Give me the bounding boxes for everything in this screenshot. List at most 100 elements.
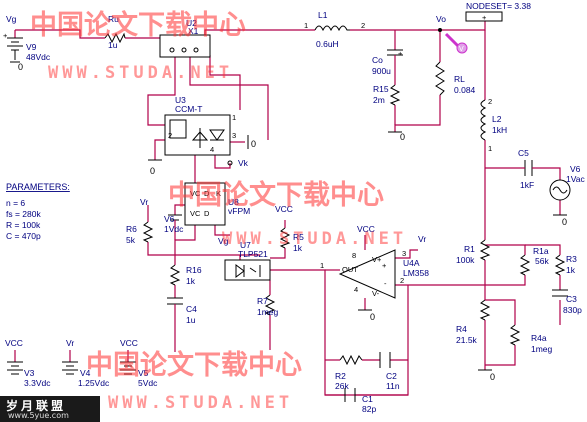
svg-text:-: - — [384, 279, 387, 288]
r7-name: R7 — [257, 296, 268, 306]
r15-resistor: R15 2m — [373, 84, 401, 106]
vo-net-label: Vo — [436, 14, 446, 24]
u2-name: U2 — [186, 18, 197, 28]
r4a-resistor: R4a 1meg — [509, 324, 553, 354]
l2-value: 1kH — [492, 125, 507, 135]
watermark-layer: 中国论文下载中心 WWW.STUDA.NET 中国论文下载中心 WWW.STUD… — [30, 9, 403, 413]
v3-name: V3 — [24, 368, 35, 378]
vk-net-label: Vk — [238, 158, 249, 168]
svg-text:1: 1 — [320, 261, 324, 270]
svg-text:D: D — [204, 189, 210, 198]
r1-name: R1 — [464, 244, 475, 254]
gnd-co: 0 — [388, 131, 405, 142]
u7-optocoupler: U7 TLP521 — [224, 240, 271, 281]
u4a-name: U4A — [403, 258, 420, 268]
r1a-name: R1a — [533, 246, 549, 256]
r15-name: R15 — [373, 84, 389, 94]
v3-value: 3.3Vdc — [24, 378, 51, 388]
u8-part: vFPM — [228, 206, 250, 216]
r2-name: R2 — [335, 371, 346, 381]
r4-resistor: R4 21.5k — [456, 299, 491, 345]
u4a-opamp: VCC 8 V+ OUT + - V- 3 2 1 4 U4A LM358 Vr… — [320, 224, 429, 322]
r4-name: R4 — [456, 324, 467, 334]
l1-value: 0.6uH — [316, 39, 339, 49]
r16-value: 1k — [186, 276, 196, 286]
watermark-cn: 中国论文下载中心 — [168, 179, 384, 211]
c3-value: 830p — [563, 305, 582, 315]
svg-text:V+: V+ — [372, 255, 382, 264]
vg-net-label: Vg — [6, 14, 17, 24]
v5-value: 5Vdc — [138, 378, 158, 388]
nodeset-box: + NODESET= 3.38 — [465, 1, 531, 22]
svg-text:OUT: OUT — [342, 265, 358, 274]
c3-capacitor: C3 830p — [552, 289, 582, 315]
r1-value: 100k — [456, 255, 475, 265]
r7-resistor: R7 1meg — [257, 294, 279, 350]
r5-resistor: VCC R5 1k — [275, 204, 304, 253]
r1a-resistor: R1a 56k — [519, 246, 549, 276]
r16-resistor: R16 1k — [169, 264, 202, 286]
c5-name: C5 — [518, 148, 529, 158]
l2-inductor: 2 1 L2 1kH — [480, 97, 507, 153]
c1-value: 82p — [362, 404, 376, 414]
u7-part: TLP521 — [238, 249, 268, 259]
l1-name: L1 — [318, 10, 328, 20]
svg-text:+: + — [482, 13, 487, 22]
r2-value: 26k — [335, 381, 349, 391]
r3-name: R3 — [566, 254, 577, 264]
parameters-title: PARAMETERS: — [6, 182, 70, 192]
u7-name: U7 — [240, 240, 251, 250]
u3-ccm: U3 CCM-T 2 3 1 4 0 0 — [148, 95, 256, 176]
svg-text:+: + — [382, 261, 387, 270]
v6-name: V6 — [164, 214, 175, 224]
svg-text:3: 3 — [402, 249, 406, 258]
svg-text:4: 4 — [210, 145, 214, 154]
r6-name: R6 — [126, 224, 137, 234]
v6-source: V6 1Vdc — [164, 214, 184, 240]
c2-name: C2 — [386, 371, 397, 381]
ground-label: 0 — [18, 62, 23, 72]
u3-name: U3 — [175, 95, 186, 105]
svg-text:0: 0 — [562, 217, 567, 227]
vcc1-net-label: VCC — [275, 204, 293, 214]
r6-resistor: Vr R6 5k — [126, 197, 154, 245]
v9-value: 48Vdc — [26, 52, 51, 62]
svg-text:0: 0 — [370, 312, 375, 322]
c2-value: 11n — [386, 381, 400, 391]
vr3-net-label: Vr — [66, 338, 74, 348]
vs-name: V6 — [570, 164, 581, 174]
r1a-value: 56k — [535, 256, 549, 266]
r7-value: 1meg — [257, 307, 279, 317]
svg-text:0: 0 — [251, 139, 256, 149]
svg-text:0: 0 — [400, 132, 405, 142]
svg-text:D: D — [204, 209, 210, 218]
param-line: R = 100k — [6, 220, 41, 230]
svg-text:+: + — [3, 31, 8, 40]
u8-name: U8 — [228, 197, 239, 207]
v9-name: V9 — [26, 42, 37, 52]
watermark-url: WWW.STUDA.NET — [108, 393, 293, 413]
v4-value: 1.25Vdc — [78, 378, 110, 388]
svg-text:4: 4 — [354, 285, 358, 294]
l1-inductor: L1 0.6uH 1 2 — [304, 10, 365, 49]
ru-value: 1u — [108, 40, 118, 50]
r3-resistor: R3 1k — [554, 254, 577, 276]
r2-resistor: R2 26k — [335, 354, 363, 391]
svg-text:2: 2 — [168, 131, 172, 140]
u2-switch: U2 X1 — [159, 18, 211, 58]
brand-badge: 岁月联盟 www.5yue.com — [0, 396, 100, 422]
v9-source: + V9 48Vdc Vg 0 — [3, 14, 51, 72]
c5-value: 1kF — [520, 180, 534, 190]
c1-name: C1 — [362, 394, 373, 404]
vr1-net-label: Vr — [140, 197, 148, 207]
vcc3-net-label: VCC — [5, 338, 23, 348]
parameters-block: PARAMETERS: n = 6 fs = 280k R = 100k C =… — [6, 182, 70, 241]
svg-text:VC: VC — [190, 189, 201, 198]
ru-resistor: Ru 1u — [104, 14, 126, 50]
v3-source: VCC V3 3.3Vdc — [5, 338, 51, 388]
vo-probe: Vo V — [436, 14, 468, 54]
r1-resistor: R1 100k — [456, 239, 491, 265]
svg-text:0: 0 — [490, 372, 495, 382]
param-line: n = 6 — [6, 198, 25, 208]
